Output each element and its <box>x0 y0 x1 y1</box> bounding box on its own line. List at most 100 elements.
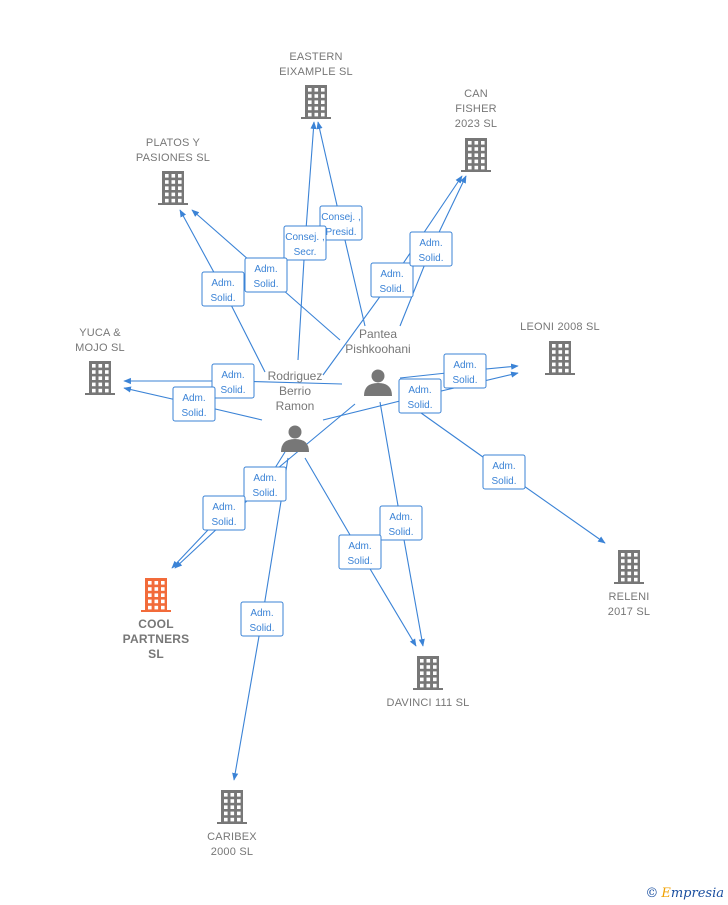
brand-name: mpresia <box>670 886 724 901</box>
role-badge[interactable]: Adm. Solid. <box>202 495 246 531</box>
node-label-line: MOJO SL <box>75 342 125 354</box>
company-node-canfisher[interactable]: CAN FISHER 2023 SL <box>455 88 497 172</box>
role-text: Solid. <box>211 517 236 528</box>
role-text: Presid. <box>325 227 356 238</box>
brand-initial: E <box>661 886 671 901</box>
company-label: EASTERN EIXAMPLE SL <box>279 51 353 78</box>
node-label-line: DAVINCI 111 SL <box>387 697 470 709</box>
node-label-line: YUCA & <box>79 327 121 339</box>
role-badge[interactable]: Adm. Solid. <box>443 353 487 389</box>
building-icon <box>461 138 491 172</box>
role-text: Consej. , <box>285 232 324 243</box>
node-label-line: PASIONES SL <box>136 152 210 164</box>
role-text: Adm. <box>348 541 371 552</box>
role-text: Adm. <box>253 473 276 484</box>
role-badge[interactable]: Adm. Solid. <box>201 271 245 307</box>
person-icon <box>364 369 392 396</box>
company-label: DAVINCI 111 SL <box>387 697 470 709</box>
role-text: Solid. <box>407 400 432 411</box>
node-label-line: EASTERN <box>289 51 342 63</box>
role-badge[interactable]: Adm. Solid. <box>244 257 288 293</box>
role-badge[interactable]: Adm. Solid. <box>398 378 442 414</box>
node-label-line: 2000 SL <box>211 846 253 858</box>
role-text: Solid. <box>491 476 516 487</box>
node-label-line: Rodriguez <box>268 369 323 383</box>
role-text: Solid. <box>181 408 206 419</box>
node-label-line: PLATOS Y <box>146 137 201 149</box>
company-label: LEONI 2008 SL <box>520 321 600 333</box>
role-text: Adm. <box>408 385 431 396</box>
node-label-line: 2023 SL <box>455 118 497 130</box>
role-text: Solid. <box>253 279 278 290</box>
company-label: YUCA & MOJO SL <box>75 327 125 354</box>
role-badge[interactable]: Consej. , Presid. <box>319 205 363 241</box>
node-label-line: FISHER <box>455 103 497 115</box>
role-text: Adm. <box>419 238 442 249</box>
building-icon <box>141 578 171 612</box>
node-label-line: LEONI 2008 SL <box>520 321 600 333</box>
role-text: Adm. <box>250 608 273 619</box>
building-icon <box>217 790 247 824</box>
company-label: RELENI 2017 SL <box>608 591 650 618</box>
role-text: Solid. <box>379 284 404 295</box>
role-badge[interactable]: Adm.Solid. <box>172 386 216 422</box>
building-icon <box>413 656 443 690</box>
company-label: PLATOS Y PASIONES SL <box>136 137 210 164</box>
role-badge[interactable]: Adm.Solid. <box>240 601 284 637</box>
building-icon <box>614 550 644 584</box>
node-label-line: EIXAMPLE SL <box>279 66 353 78</box>
role-text: Adm. <box>212 502 235 513</box>
company-node-davinci[interactable]: DAVINCI 111 SL <box>387 656 470 709</box>
node-label-line: PARTNERS <box>123 632 190 646</box>
edges-layer <box>123 121 606 781</box>
role-text: Adm. <box>221 370 244 381</box>
company-node-releni[interactable]: RELENI 2017 SL <box>608 550 650 618</box>
role-text: Adm. <box>211 278 234 289</box>
role-badge[interactable]: Adm. Solid. <box>370 262 414 298</box>
role-badge[interactable]: Adm. Solid. <box>482 454 526 490</box>
role-text: Solid. <box>210 293 235 304</box>
company-node-eastern[interactable]: EASTERN EIXAMPLE SL <box>279 51 353 119</box>
empresia-watermark[interactable]: ©Empresia <box>645 886 724 901</box>
company-node-yuca[interactable]: YUCA & MOJO SL <box>75 327 125 395</box>
role-text: Adm. <box>453 360 476 371</box>
node-label-line: RELENI <box>609 591 650 603</box>
role-text: Adm. <box>492 461 515 472</box>
node-label-line: Pishkoohani <box>345 342 410 356</box>
role-text: Adm. <box>380 269 403 280</box>
person-icon <box>281 425 309 452</box>
role-text: Consej. , <box>321 212 360 223</box>
building-icon <box>85 361 115 395</box>
role-text: Solid. <box>347 556 372 567</box>
node-label-line: CARIBEX <box>207 831 257 843</box>
role-badge[interactable]: Adm.Solid. <box>379 505 423 541</box>
company-node-caribex[interactable]: CARIBEX 2000 SL <box>207 790 257 858</box>
role-badge[interactable]: Adm. Solid. <box>243 466 287 502</box>
role-text: Solid. <box>252 488 277 499</box>
company-node-leoni[interactable]: LEONI 2008 SL <box>520 321 600 375</box>
node-label-line: SL <box>148 647 164 661</box>
node-label-line: 2017 SL <box>608 606 650 618</box>
roles-layer: Consej. ,Presid.Consej. ,Secr.Adm.Solid.… <box>172 205 526 637</box>
role-badge[interactable]: Consej. ,Secr. <box>283 225 327 261</box>
role-badge[interactable]: Adm.Solid. <box>211 363 255 399</box>
role-badge[interactable]: Adm. Solid. <box>409 231 453 267</box>
company-node-platos[interactable]: PLATOS Y PASIONES SL <box>136 137 210 205</box>
role-text: Solid. <box>418 253 443 264</box>
company-label: CAN FISHER 2023 SL <box>455 88 497 130</box>
role-text: Solid. <box>452 375 477 386</box>
nodes-layer: EASTERN EIXAMPLE SL CAN FISHER 2023 SL PLATOS… <box>75 51 650 858</box>
role-text: Adm. <box>254 264 277 275</box>
role-badge[interactable]: Adm. Solid. <box>338 534 382 570</box>
node-label-line: COOL <box>138 617 173 631</box>
node-label-line: Ramon <box>276 399 315 413</box>
node-label-line: Pantea <box>359 327 397 341</box>
node-label-line: CAN <box>464 88 488 100</box>
